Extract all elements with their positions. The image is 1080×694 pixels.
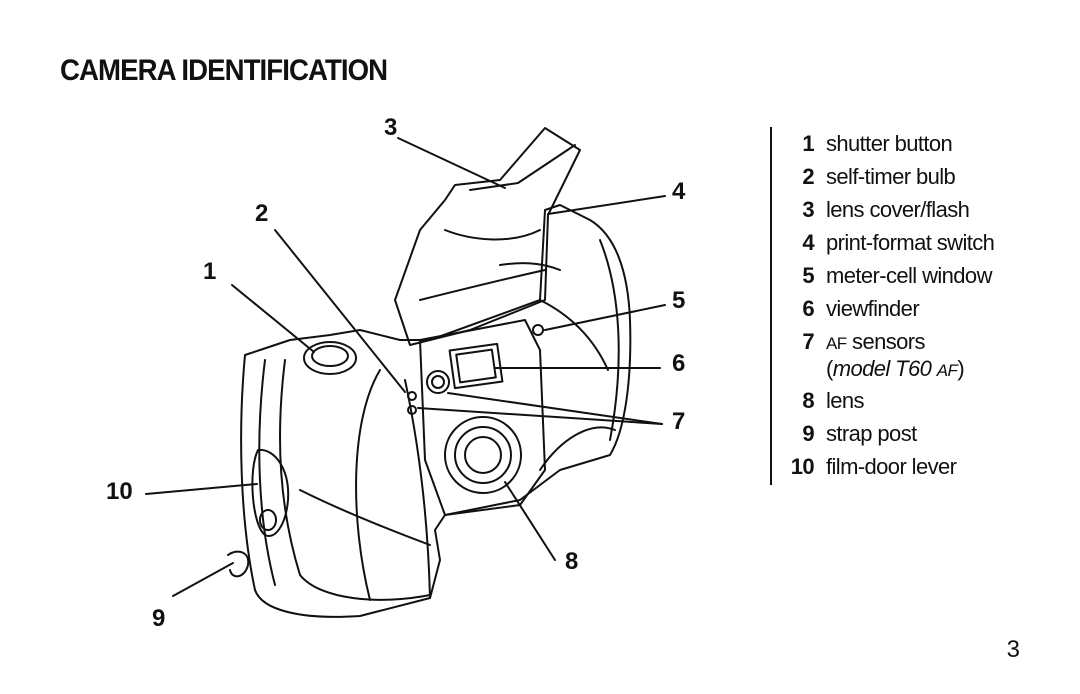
callout-7: 7 (672, 408, 686, 435)
callout-1: 1 (203, 258, 217, 285)
legend-item: 10 film-door lever (784, 450, 1080, 483)
lens-cover-flash (394, 127, 581, 346)
leader-lines (145, 137, 666, 597)
af-prefix: AF (826, 334, 847, 353)
callout-8: 8 (565, 548, 579, 575)
af-sensor (426, 370, 450, 394)
callout-9: 9 (152, 605, 166, 632)
legend-label: film-door lever (826, 454, 957, 479)
legend-item: 7 AF sensors (model T60 AF) (784, 325, 1080, 384)
paren-close: ) (957, 356, 965, 381)
callout-4: 4 (672, 178, 686, 205)
legend: 1 shutter button 2 self-timer bulb 3 len… (770, 127, 1080, 485)
callout-3: 3 (384, 114, 398, 141)
legend-item: 9 strap post (784, 417, 1080, 450)
model-name: model T60 (832, 356, 932, 381)
legend-number: 9 (802, 421, 814, 446)
camera-body (240, 204, 632, 618)
legend-label: self-timer bulb (826, 164, 956, 189)
strap-post (227, 550, 250, 578)
meter-cell-window (532, 324, 544, 336)
legend-item: 6 viewfinder (784, 292, 1080, 325)
legend-item: 4 print-format switch (784, 226, 1080, 259)
lens (444, 416, 522, 494)
legend-label: meter-cell window (826, 263, 992, 288)
legend-number: 6 (802, 296, 814, 321)
legend-number: 7 (802, 329, 814, 354)
legend-item: 1 shutter button (784, 127, 1080, 160)
legend-label: lens cover/flash (826, 197, 970, 222)
legend-number: 10 (790, 454, 815, 479)
page-number: 3 (1006, 636, 1020, 663)
legend-item: 8 lens (784, 384, 1080, 417)
legend-number: 2 (802, 164, 814, 189)
legend-label: AF sensors (model T60 AF) (826, 325, 965, 384)
legend-number: 5 (802, 263, 814, 288)
legend-label: strap post (826, 421, 917, 446)
callout-2: 2 (255, 200, 269, 227)
legend-label: print-format switch (826, 230, 995, 255)
callout-5: 5 (672, 287, 686, 314)
legend-sublabel: (model T60 AF) (826, 356, 965, 384)
callout-10: 10 (106, 478, 133, 505)
legend-label: viewfinder (826, 296, 920, 321)
film-door-lever (251, 448, 290, 537)
page-title: CAMERA IDENTIFICATION (60, 54, 388, 87)
legend-item: 3 lens cover/flash (784, 193, 1080, 226)
legend-number: 8 (802, 388, 814, 413)
viewfinder-window (448, 342, 504, 390)
paren-open: ( (826, 356, 833, 381)
legend-item: 2 self-timer bulb (784, 160, 1080, 193)
legend-number: 4 (802, 230, 814, 255)
legend-number: 1 (802, 131, 814, 156)
legend-label-text: sensors (852, 329, 925, 354)
callout-6: 6 (672, 350, 686, 377)
legend-number: 3 (802, 197, 814, 222)
shutter-button (303, 341, 357, 375)
model-af: AF (936, 361, 958, 380)
legend-label: lens (826, 388, 865, 413)
legend-item: 5 meter-cell window (784, 259, 1080, 292)
legend-label: shutter button (826, 131, 953, 156)
camera-illustration (145, 127, 666, 618)
